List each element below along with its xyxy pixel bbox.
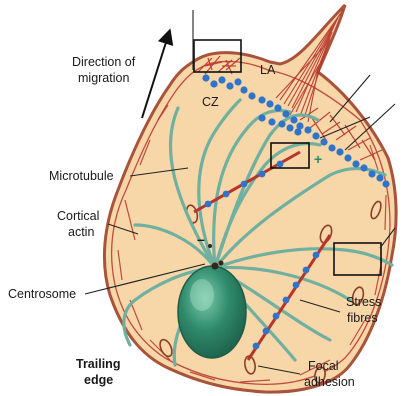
minus-sign: –	[197, 231, 205, 247]
label-cortical-line2: actin	[68, 225, 94, 239]
label-centrosome: Centrosome	[8, 287, 76, 301]
label-trailing-line1: Trailing	[76, 357, 120, 371]
plus-sign: +	[314, 151, 322, 167]
label-focal-line2: adhesion	[304, 375, 355, 389]
nucleus-highlight	[190, 279, 214, 311]
label-trailing-line2: edge	[84, 373, 113, 387]
label-cz: CZ	[202, 95, 219, 109]
label-cortical-line1: Cortical	[57, 209, 99, 223]
label-direction-line1: Direction of	[72, 55, 136, 69]
label-la: LA	[260, 63, 276, 77]
label-focal-line1: Focal	[308, 359, 339, 373]
cell-body	[104, 5, 396, 392]
label-stress-line2: fibres	[347, 311, 378, 325]
nucleus	[178, 266, 246, 358]
label-direction-line2: migration	[78, 71, 129, 85]
label-microtubule: Microtubule	[49, 169, 114, 183]
label-stress-line1: Stress	[346, 295, 381, 309]
